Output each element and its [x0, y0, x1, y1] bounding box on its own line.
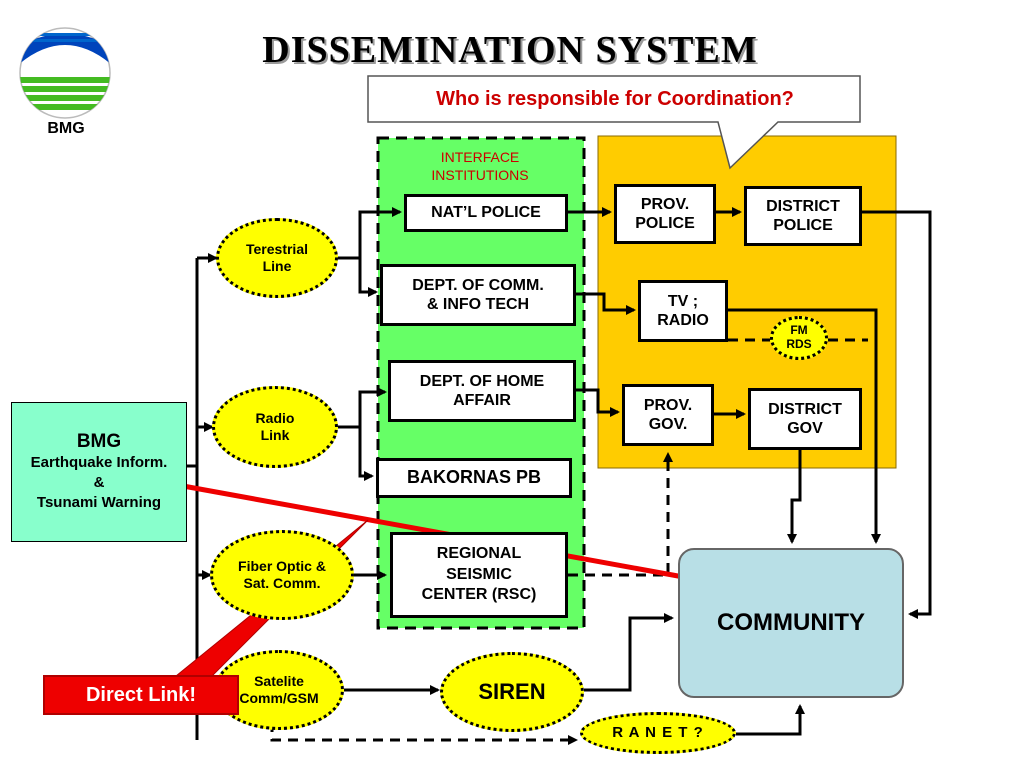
prov-gov-line1: PROV. [643, 396, 693, 414]
prov-police-line2: POLICE [635, 215, 695, 232]
rsc-line2: SEISMIC [446, 565, 512, 583]
siren-ellipse: SIREN [440, 652, 584, 732]
dept-comm-box: DEPT. OF COMM. & INFO TECH [380, 264, 576, 326]
community-box: COMMUNITY [678, 548, 904, 698]
fm-rds-line2: RDS [786, 337, 812, 351]
bakornas-pb-box: BAKORNAS PB [376, 458, 572, 498]
regional-seismic-center-box: REGIONAL SEISMIC CENTER (RSC) [390, 532, 568, 618]
satelite-line2: Comm/GSM [239, 690, 319, 706]
bmg-title: BMG [76, 430, 122, 452]
direct-link-label: Direct Link! [43, 675, 239, 715]
fm-rds-line1: FM [790, 323, 808, 338]
interface-label-line1: INTERFACE [440, 149, 520, 165]
tv-radio-box: TV ; RADIO [638, 280, 728, 342]
logo-label: BMG [47, 120, 85, 137]
district-police-box: DISTRICT POLICE [744, 186, 862, 246]
natl-police-box: NAT’L POLICE [404, 194, 568, 232]
interface-institutions-label: INTERFACE INSTITUTIONS [396, 148, 564, 184]
district-gov-box: DISTRICT GOV [748, 388, 862, 450]
terrestrial-line2: Line [262, 258, 292, 274]
bmg-source-box: BMG Earthquake Inform. & Tsunami Warning [11, 402, 187, 542]
district-police-line2: POLICE [773, 217, 833, 234]
district-police-line1: DISTRICT [766, 197, 840, 215]
callout-bubble [367, 75, 861, 170]
dept-home-line1: DEPT. OF HOME [419, 372, 545, 390]
ranet-ellipse: R A N E T ? [580, 712, 736, 754]
bmg-line3: Tsunami Warning [36, 494, 162, 512]
fiber-line2: Sat. Comm. [243, 575, 321, 591]
tv-radio-line1: TV ; [667, 292, 699, 310]
radio-link-ellipse: Radio Link [212, 386, 338, 468]
coordination-question: Who is responsible for Coordination? [436, 87, 794, 110]
dept-home-line2: AFFAIR [453, 392, 511, 409]
prov-gov-box: PROV. GOV. [622, 384, 714, 446]
fiber-optic-ellipse: Fiber Optic & Sat. Comm. [210, 530, 354, 620]
radio-line1: Radio [255, 409, 295, 426]
interface-label-line2: INSTITUTIONS [431, 167, 529, 184]
satelite-line1: Satelite [254, 672, 304, 689]
tv-radio-line2: RADIO [657, 312, 709, 329]
fm-rds-ellipse: FM RDS [770, 316, 828, 360]
dept-home-affair-box: DEPT. OF HOME AFFAIR [388, 360, 576, 422]
rsc-line1: REGIONAL [436, 544, 522, 562]
terrestrial-line1: Terestrial [246, 240, 308, 257]
bmg-logo-icon [19, 27, 111, 119]
prov-gov-line2: GOV. [648, 416, 688, 433]
page-title: DISSEMINATION SYSTEM [262, 29, 758, 71]
terrestrial-line-ellipse: Terestrial Line [216, 218, 338, 298]
dept-comm-line2: & INFO TECH [426, 296, 530, 313]
fiber-line1: Fiber Optic & [238, 557, 326, 574]
prov-police-box: PROV. POLICE [614, 184, 716, 244]
bmg-line1: Earthquake Inform. [30, 453, 168, 471]
bmg-line2: & [93, 473, 105, 491]
dept-comm-line1: DEPT. OF COMM. [412, 276, 544, 294]
district-gov-line2: GOV [787, 420, 823, 437]
prov-police-line1: PROV. [640, 195, 690, 213]
district-gov-line1: DISTRICT [768, 400, 842, 418]
rsc-line3: CENTER (RSC) [421, 586, 537, 604]
radio-line2: Link [260, 427, 290, 443]
